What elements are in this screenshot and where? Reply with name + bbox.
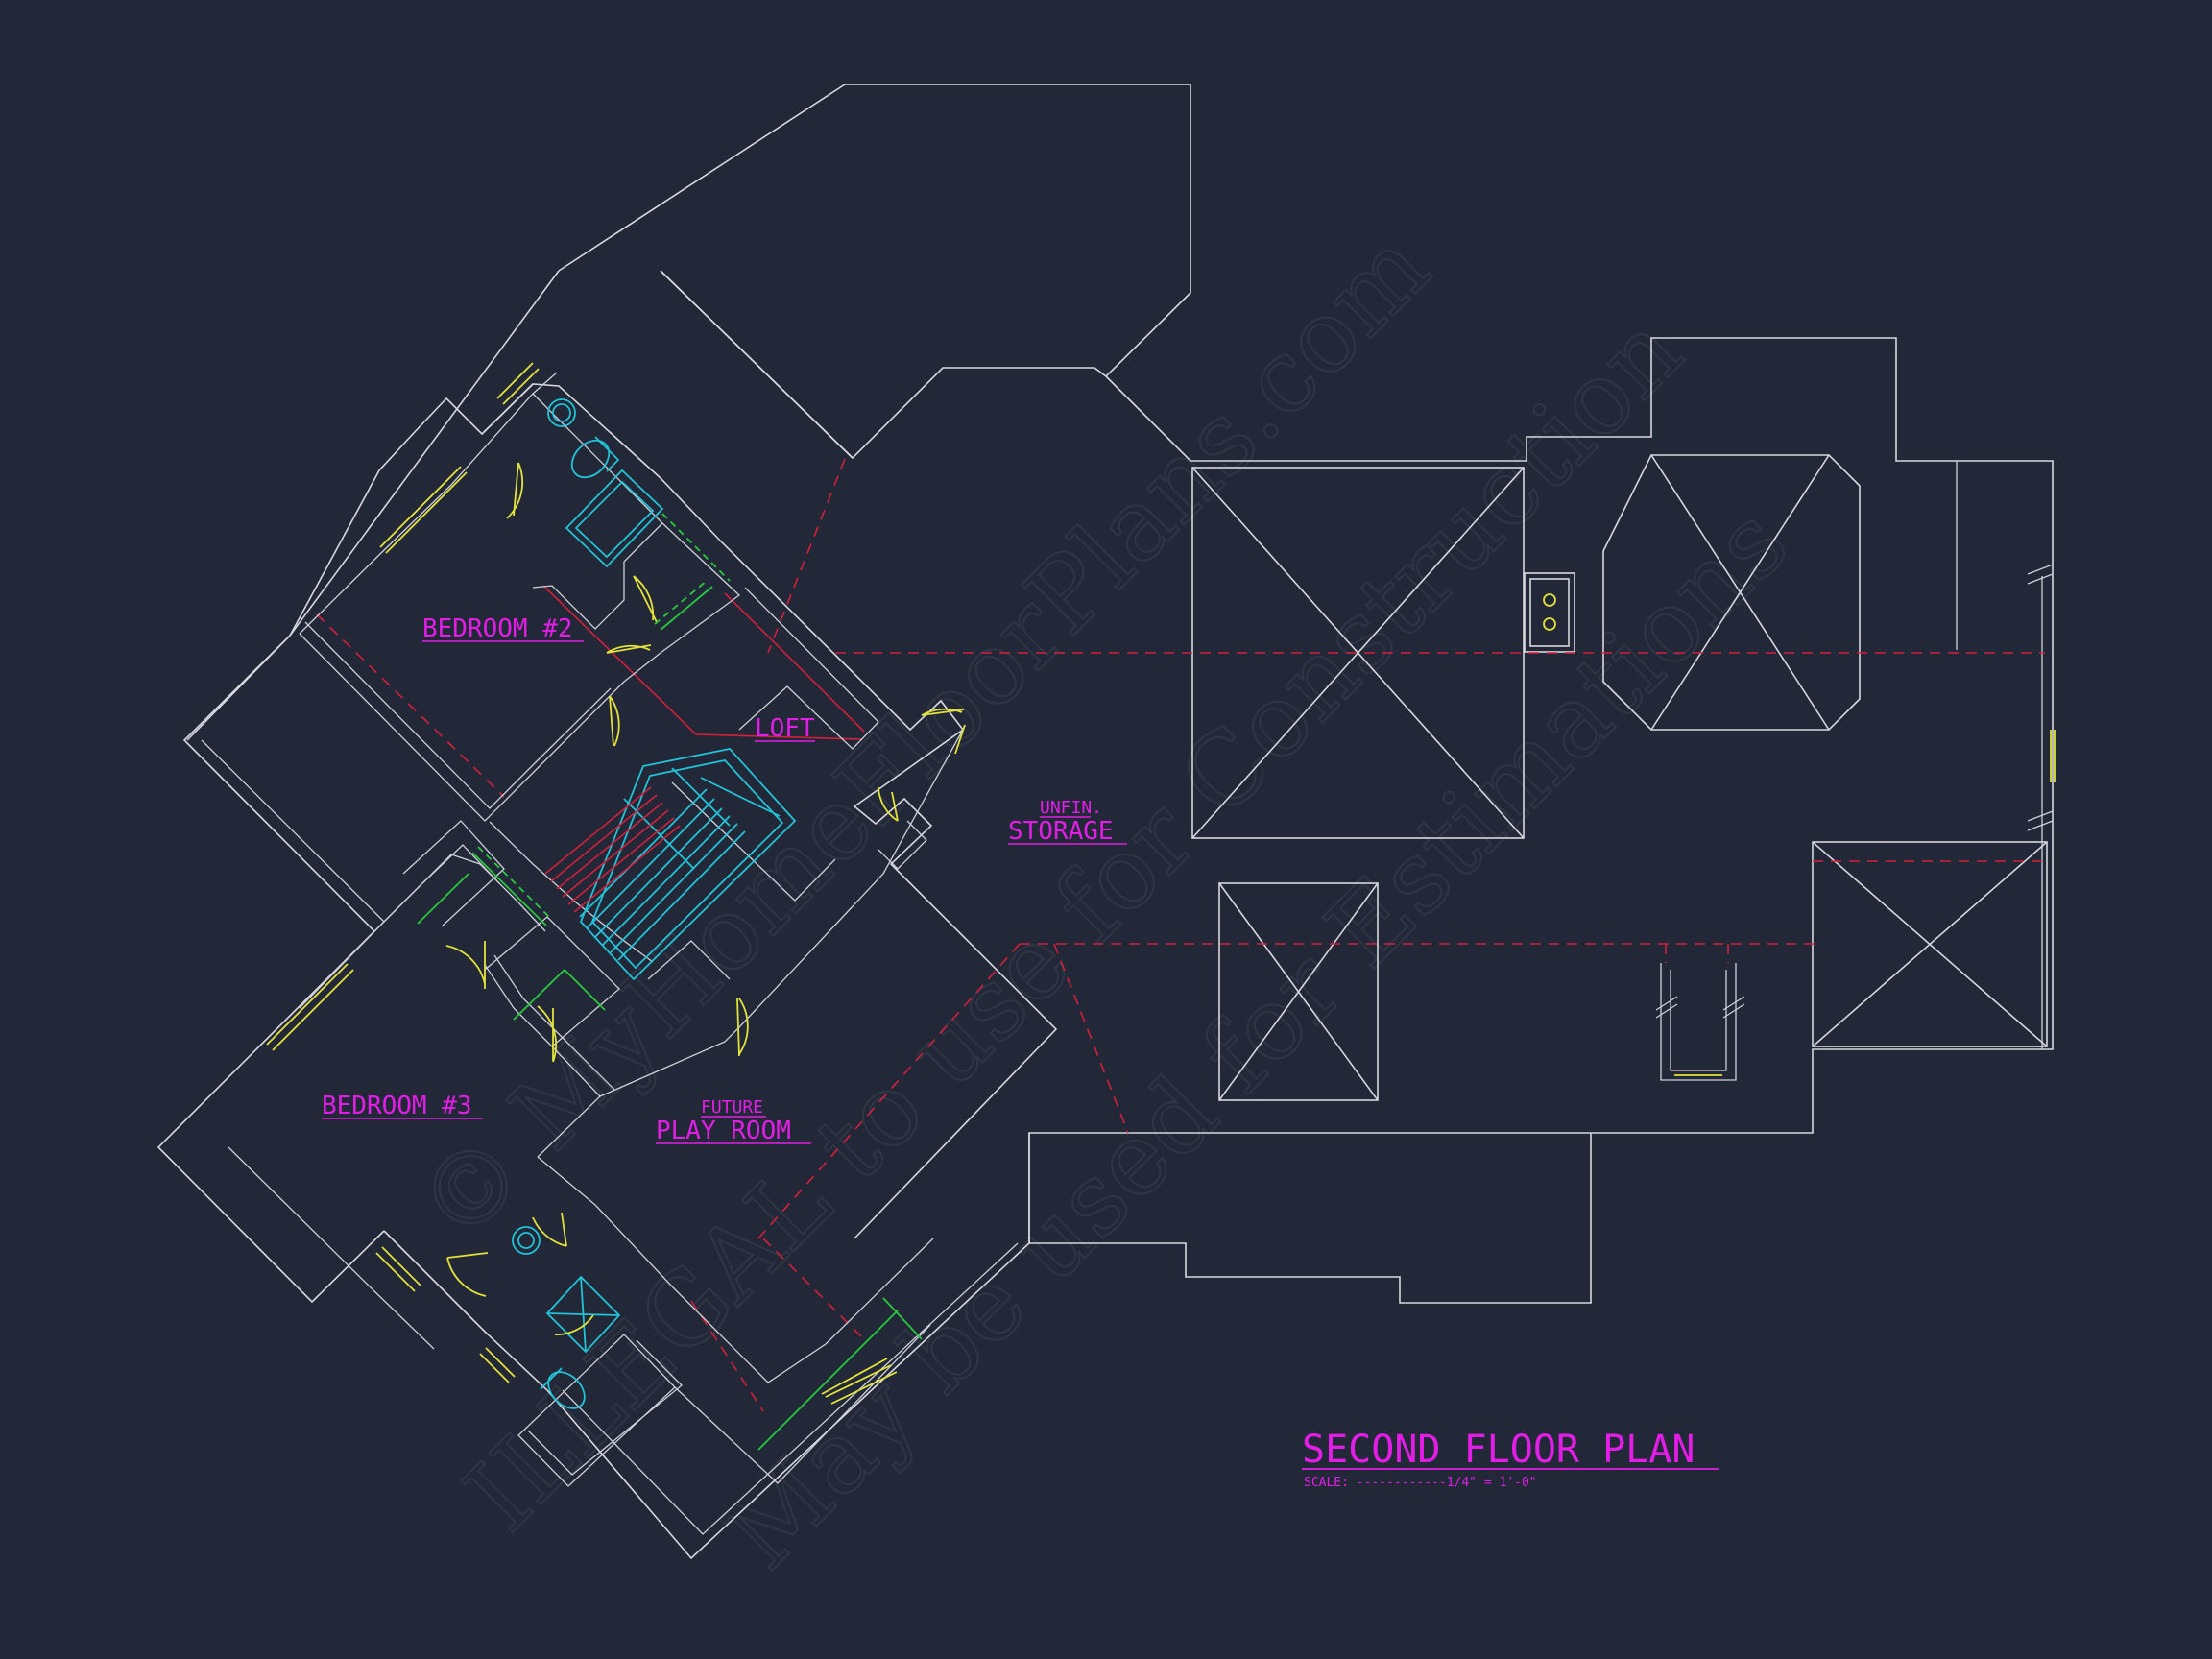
dormer: [1660, 963, 1737, 1081]
stairs: [544, 748, 797, 981]
hidden-lines: [316, 458, 2045, 1412]
floor-walls: [156, 372, 1058, 1560]
window: [825, 1364, 892, 1398]
exterior-wall: [289, 383, 534, 637]
door-swing: [736, 998, 749, 1057]
bedroom2-wall: [299, 633, 661, 822]
stair-treads: [579, 767, 781, 961]
stair-outline: [579, 748, 797, 981]
unfin-label: UNFIN.: [1040, 798, 1102, 818]
door-swing: [537, 1005, 558, 1063]
door-swing: [554, 1314, 594, 1335]
bedroom3-wall: [373, 854, 546, 932]
plan-title: SECOND FLOOR PLAN: [1302, 1428, 1695, 1472]
door-swing: [633, 575, 658, 623]
plan-scale: SCALE: ------------1/4" = 1'-0": [1304, 1476, 1537, 1490]
storage-label: STORAGE: [1008, 817, 1114, 846]
exterior-wall: [156, 635, 385, 1304]
door-swing: [445, 941, 486, 989]
door-swing: [446, 1252, 489, 1297]
toilet-icon: [570, 439, 611, 479]
bedroom3-label: BEDROOM #3: [322, 1092, 472, 1120]
door-swing: [532, 1212, 567, 1247]
exterior-wall: [481, 383, 1058, 1239]
stair-wall: [489, 821, 654, 963]
window: [496, 362, 534, 399]
sink-icon: [547, 398, 576, 427]
sink-icon: [512, 1226, 541, 1255]
door-swing: [609, 695, 620, 747]
bedroom2-label: BEDROOM #2: [422, 614, 573, 643]
flue-icon: [1543, 593, 1556, 607]
door-swing: [506, 462, 524, 519]
flue-icon: [1543, 617, 1556, 631]
playroom-wall: [599, 729, 964, 1097]
bath-fixtures: [512, 398, 664, 1409]
door-swing: [878, 786, 899, 822]
toilet-icon: [547, 1371, 586, 1409]
handrail: [544, 786, 681, 913]
window: [479, 1353, 510, 1383]
exterior-wall: [383, 1133, 1030, 1560]
hip-roof-small: [1218, 882, 1379, 1101]
doors-windows: [266, 362, 966, 1405]
loft-label: LOFT: [755, 714, 815, 743]
roof-ridge-line: [660, 270, 854, 459]
window: [266, 963, 349, 1046]
title-block: SECOND FLOOR PLAN SCALE: ------------1/4…: [1302, 1428, 1719, 1490]
door-swing: [606, 644, 652, 654]
upper-roof-outline: [558, 84, 1191, 460]
bathtub-icon: [565, 469, 664, 568]
watermark: © MyHomeFloorPlans.com ILLEGAL to use fo…: [394, 207, 1811, 1592]
door-swing: [921, 708, 966, 755]
garage-roof-outline: [1028, 337, 2054, 1304]
chimney: [1524, 572, 1575, 653]
future-label: FUTURE: [701, 1097, 763, 1118]
playroom-label: PLAY ROOM: [656, 1117, 791, 1145]
closet-shelving: [417, 513, 923, 1451]
window: [375, 1252, 416, 1292]
watermark-line-3: May be used for Estimations: [702, 484, 1810, 1592]
window: [379, 466, 462, 548]
room-labels: BEDROOM #2 LOFT UNFIN. STORAGE BEDROOM #…: [322, 614, 1127, 1145]
